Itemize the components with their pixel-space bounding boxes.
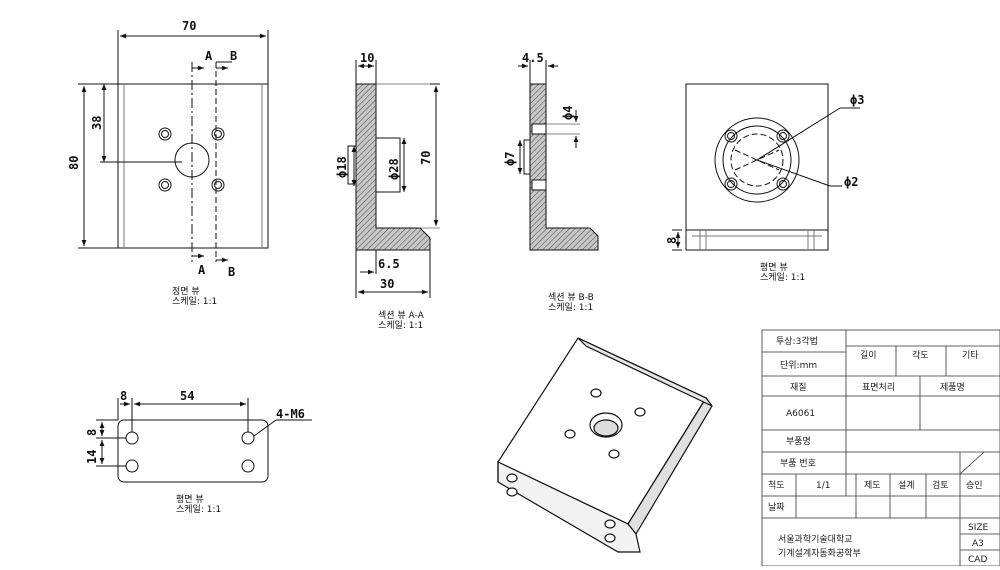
section-a-d18-dim: ϕ18 — [335, 156, 349, 178]
section-a-6-5-dim: 6.5 — [378, 257, 400, 271]
section-mark-b-top: B — [230, 49, 237, 63]
bottom-view-caption-1: 평면 뷰 — [176, 494, 204, 505]
tb-check: 검토 — [932, 479, 949, 491]
isometric-view — [497, 337, 713, 553]
bottom-view-caption-2: 스케일: 1:1 — [176, 504, 221, 515]
section-mark-a-top: A — [205, 49, 213, 63]
section-mark-b-bottom: B — [228, 265, 235, 279]
front-view — [78, 30, 269, 263]
tb-school-line1: 서울과학기술대학교 — [778, 534, 853, 545]
right-view-caption-1: 평면 뷰 — [760, 262, 788, 273]
tb-tol-angle: 각도 — [912, 349, 929, 361]
section-a-10-dim: 10 — [360, 51, 374, 65]
tb-material-label: 재질 — [790, 381, 807, 393]
section-a-30-dim: 30 — [380, 277, 394, 291]
tb-drawn: 제도 — [864, 480, 881, 491]
section-b-caption-1: 섹션 뷰 B-B — [548, 292, 594, 303]
tb-scale-value: 1/1 — [816, 481, 830, 491]
tb-material-value: A6061 — [786, 409, 815, 419]
bottom-8b-dim: 8 — [85, 429, 99, 436]
tb-surface-label: 표면처리 — [862, 381, 895, 393]
front-view-caption-2: 스케일: 1:1 — [172, 296, 217, 307]
section-b-d4-dim: ϕ4 — [561, 106, 575, 120]
right-view-outline — [685, 83, 829, 251]
front-width-dim: 70 — [182, 19, 196, 33]
tb-size-label: SIZE — [968, 523, 989, 533]
front-height-dim: 80 — [67, 156, 81, 170]
section-mark-a-bottom: A — [198, 263, 206, 277]
section-b-hatch — [529, 83, 599, 251]
tb-size-value: A3 — [972, 539, 984, 549]
tb-date-label: 날짜 — [768, 502, 785, 513]
front-view-caption-1: 정면 뷰 — [172, 286, 200, 297]
tb-projection: 투상:3각법 — [776, 335, 818, 347]
right-view — [672, 83, 860, 251]
section-a-a-view — [347, 60, 440, 298]
right-view-caption-2: 스케일: 1:1 — [760, 272, 805, 283]
front-38-dim: 38 — [90, 116, 104, 130]
section-b-caption-2: 스케일: 1:1 — [548, 302, 593, 313]
section-a-70-dim: 70 — [419, 151, 433, 165]
section-a-d28-dim: ϕ28 — [387, 158, 401, 180]
tb-school-line2: 기계설계자동화공학부 — [778, 547, 861, 559]
front-view-outline — [117, 83, 269, 249]
section-b-4-5-dim: 4.5 — [522, 51, 544, 65]
tb-tol-length: 길이 — [860, 350, 877, 361]
bottom-14-dim: 14 — [85, 450, 99, 464]
tb-cad-label: CAD — [968, 555, 987, 565]
section-b-b-view — [517, 60, 599, 251]
bottom-view-outline — [117, 419, 269, 483]
tb-approve: 승인 — [966, 480, 983, 491]
title-block — [761, 329, 1000, 567]
right-view-dia-top-dim: ϕ3 — [850, 93, 864, 107]
tb-tol-other: 기타 — [962, 350, 979, 361]
right-view-dia-bottom-dim: ϕ2 — [844, 175, 858, 189]
tb-part-name-label: 부품명 — [786, 436, 811, 447]
bottom-8-dim: 8 — [120, 389, 127, 403]
tb-part-no-label: 부품 번호 — [780, 458, 816, 469]
section-b-d7-dim: ϕ7 — [503, 152, 517, 166]
section-a-caption-2: 스케일: 1:1 — [378, 320, 423, 331]
bottom-54-dim: 54 — [180, 389, 194, 403]
right-view-8-dim: 8 — [665, 237, 679, 244]
bottom-view — [96, 398, 312, 483]
tb-unit: 단위:mm — [780, 360, 817, 371]
bottom-holes-label: 4-M6 — [276, 407, 305, 421]
tb-scale-label: 척도 — [768, 480, 785, 491]
tb-design: 설계 — [898, 479, 915, 491]
section-a-caption-1: 섹션 뷰 A-A — [378, 310, 425, 321]
tb-product-label: 제품명 — [940, 382, 965, 393]
